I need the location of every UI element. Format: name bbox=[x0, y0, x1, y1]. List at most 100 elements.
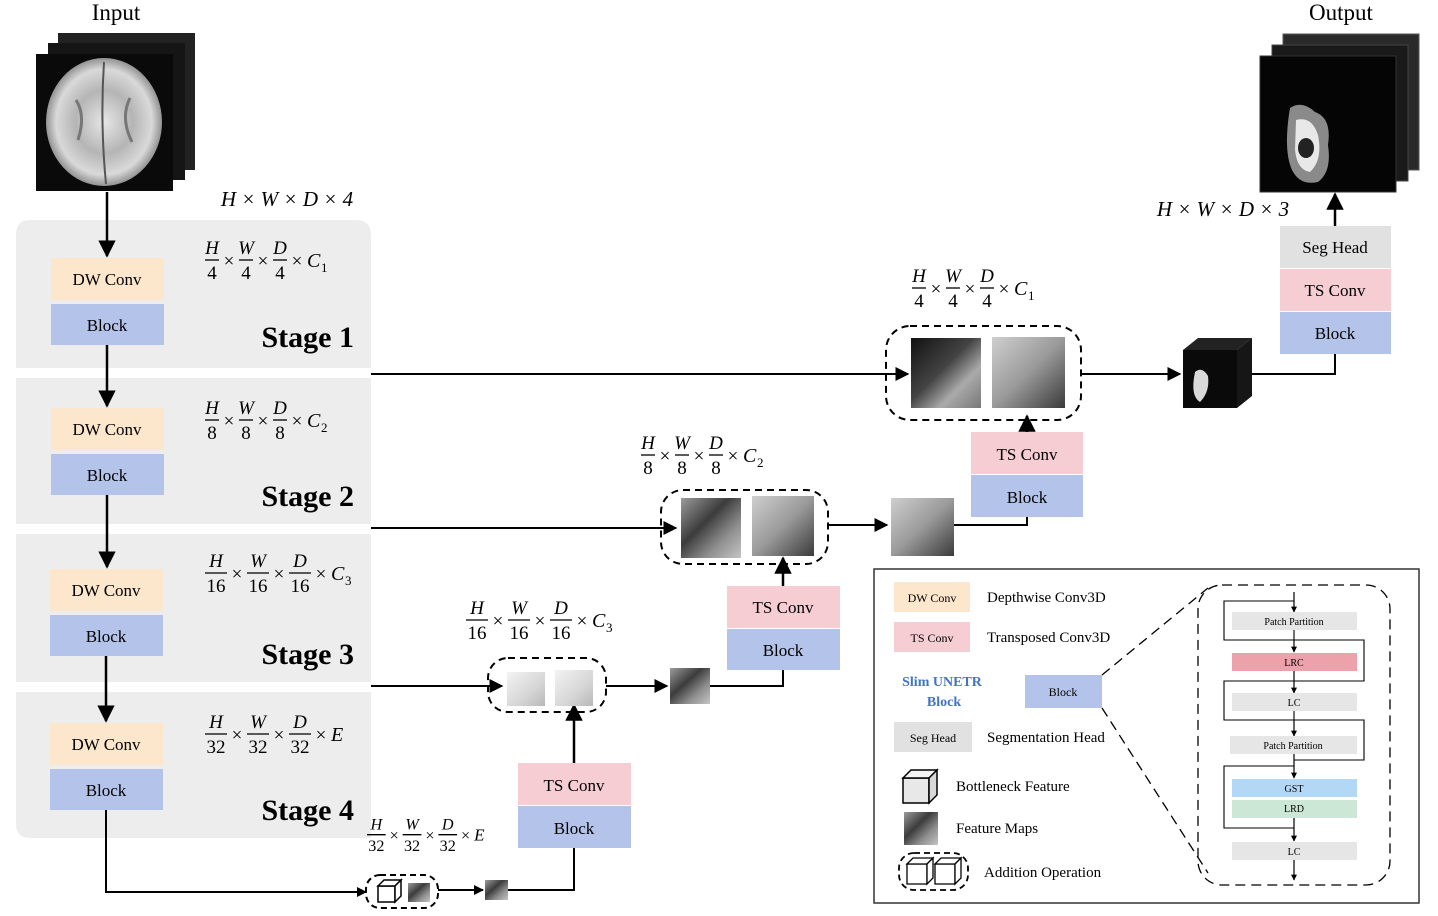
segmentation-output-icon bbox=[1259, 33, 1420, 193]
stage-1-block-label: Block bbox=[87, 316, 128, 335]
dim-numerator: W bbox=[674, 433, 692, 454]
decoder-1-ts-conv bbox=[971, 432, 1083, 474]
stage-3-dw-conv-label: DW Conv bbox=[71, 581, 141, 600]
stage-2-dw-conv bbox=[51, 408, 164, 450]
stage-1-title: Stage 1 bbox=[262, 321, 355, 354]
decoder-2-block bbox=[727, 629, 840, 670]
dim-channel: C bbox=[743, 445, 757, 467]
dim-denominator: 16 bbox=[291, 576, 310, 597]
bottleneck-dimensions: H32×W32×D32×E bbox=[367, 817, 485, 855]
dim-channel-subscript: 3 bbox=[606, 620, 613, 635]
detail-lc-1 bbox=[1232, 693, 1357, 711]
stage-4-block bbox=[50, 769, 163, 810]
stage-2-skip-feature bbox=[681, 498, 741, 558]
input-dimensions: H × W × D × 4 bbox=[220, 187, 354, 211]
dim-numerator: H bbox=[911, 266, 927, 287]
dim-denominator: 8 bbox=[275, 423, 285, 444]
times-sign: × bbox=[292, 251, 303, 272]
dim-numerator: H bbox=[370, 817, 384, 834]
legend-slim-title-2: Block bbox=[927, 695, 961, 710]
legend-seg-desc: Segmentation Head bbox=[987, 730, 1105, 746]
dim-numerator: D bbox=[979, 266, 994, 287]
dim-denominator: 4 bbox=[982, 291, 992, 312]
input-title: Input bbox=[92, 0, 141, 25]
detail-patch-partition-1-label: Patch Partition bbox=[1264, 617, 1323, 628]
times-sign: × bbox=[316, 725, 327, 746]
stage-1-skip-feature bbox=[911, 338, 981, 408]
decoder-3-block bbox=[518, 806, 631, 848]
stage-2-panel bbox=[16, 378, 371, 524]
dim-channel: C bbox=[307, 410, 321, 432]
stage-3-upsampled-feature bbox=[555, 670, 593, 706]
dim-numerator: H bbox=[208, 551, 224, 572]
mri-volume-icon bbox=[36, 33, 195, 191]
times-sign: × bbox=[316, 564, 327, 585]
output-dimensions: H × W × D × 3 bbox=[1156, 197, 1289, 221]
dim-numerator: D bbox=[272, 398, 287, 419]
decoder-3-block-label: Block bbox=[554, 819, 595, 838]
dim-numerator: H bbox=[469, 598, 485, 619]
decoder-1-block-label: Block bbox=[1007, 488, 1048, 507]
dim-numerator: D bbox=[708, 433, 723, 454]
legend-addition-desc: Addition Operation bbox=[984, 865, 1102, 881]
stage-2-title: Stage 2 bbox=[262, 480, 355, 513]
dim-denominator: 8 bbox=[207, 423, 217, 444]
dim-channel: C bbox=[307, 250, 321, 272]
dim-denominator: 32 bbox=[249, 737, 268, 758]
legend-dw-chip bbox=[894, 582, 970, 612]
stage-1-upsampled-feature bbox=[992, 337, 1065, 408]
dim-numerator: W bbox=[511, 598, 529, 619]
dim-numerator: W bbox=[250, 712, 268, 733]
decoder-2-ts-conv-label: TS Conv bbox=[753, 598, 814, 617]
dim-numerator: D bbox=[292, 712, 307, 733]
legend-feature-desc: Feature Maps bbox=[956, 821, 1038, 837]
output-ts-conv bbox=[1280, 269, 1391, 311]
dim-denominator: 4 bbox=[948, 291, 958, 312]
dim-denominator: 32 bbox=[404, 838, 420, 855]
times-sign: × bbox=[965, 279, 976, 300]
dim-denominator: 32 bbox=[368, 838, 384, 855]
dim-denominator: 4 bbox=[275, 263, 285, 284]
stage-4-block-label: Block bbox=[86, 781, 127, 800]
times-sign: × bbox=[728, 446, 739, 467]
times-sign: × bbox=[232, 725, 243, 746]
detail-gst-label: GST bbox=[1285, 784, 1304, 795]
legend-seg-chip bbox=[894, 722, 972, 752]
seg-head bbox=[1280, 226, 1391, 268]
bottleneck-cube-icon bbox=[376, 878, 403, 904]
dim-denominator: 16 bbox=[468, 623, 487, 644]
stage-4-dimensions: H32×W32×D32×E bbox=[205, 712, 343, 758]
dim-numerator: H bbox=[640, 433, 656, 454]
dim-channel: C bbox=[1014, 278, 1028, 300]
dim-numerator: W bbox=[238, 398, 256, 419]
block-detail-panel bbox=[1197, 584, 1391, 886]
detail-lc-2 bbox=[1232, 842, 1357, 860]
times-sign: × bbox=[258, 411, 269, 432]
dim-numerator: D bbox=[441, 817, 454, 834]
stage-2-block-label: Block bbox=[87, 466, 128, 485]
addition-operation-icon bbox=[898, 852, 969, 891]
dim-channel-subscript: 1 bbox=[1028, 288, 1035, 303]
times-sign: × bbox=[425, 828, 434, 845]
detail-patch-partition-2 bbox=[1230, 736, 1357, 754]
times-sign: × bbox=[999, 279, 1010, 300]
times-sign: × bbox=[660, 446, 671, 467]
times-sign: × bbox=[292, 411, 303, 432]
decoder-1-ts-conv-label: TS Conv bbox=[997, 445, 1058, 464]
dim-channel: C bbox=[331, 563, 345, 585]
stage-1-dw-conv-label: DW Conv bbox=[72, 270, 142, 289]
stage-4-dw-conv-label: DW Conv bbox=[71, 735, 141, 754]
dim-channel-subscript: 2 bbox=[757, 455, 764, 470]
legend-ts-chip-label: TS Conv bbox=[910, 631, 953, 645]
dim-denominator: 8 bbox=[677, 458, 687, 479]
stage-3-dw-conv bbox=[50, 569, 163, 611]
dim-numerator: H bbox=[204, 398, 220, 419]
stage-2-fused-feature bbox=[891, 498, 954, 556]
legend-ts-desc: Transposed Conv3D bbox=[987, 630, 1110, 646]
times-sign: × bbox=[274, 725, 285, 746]
bottleneck-addition-group bbox=[365, 874, 439, 909]
